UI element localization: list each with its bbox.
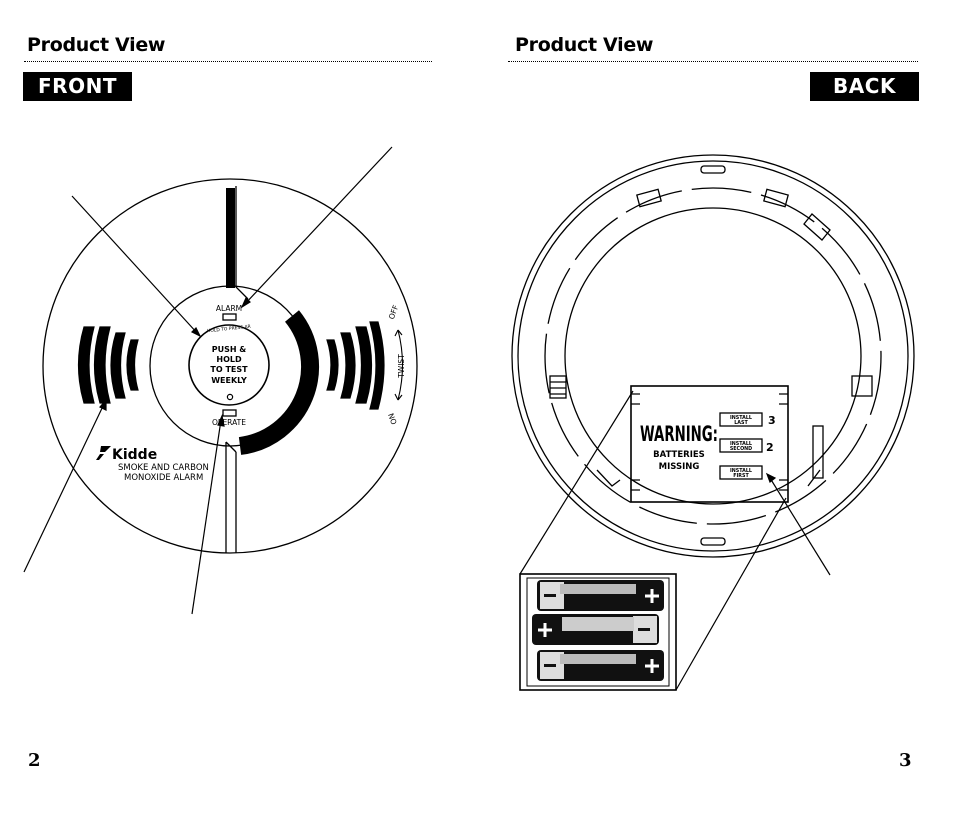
missing-text: MISSING bbox=[659, 462, 700, 472]
zoom-lines bbox=[519, 390, 831, 691]
alarm-label: ALARM bbox=[216, 304, 242, 313]
product-name-line-1: SMOKE AND CARBON bbox=[118, 463, 209, 473]
test-button bbox=[188, 324, 270, 406]
left-page-number: 2 bbox=[28, 750, 41, 771]
battery-compartment bbox=[630, 385, 789, 503]
product-name-line-2: MONOXIDE ALARM bbox=[124, 473, 203, 483]
right-page-heading: Product View bbox=[515, 34, 654, 56]
alarm-led bbox=[222, 313, 237, 321]
battery-2-plus-icon bbox=[538, 623, 552, 637]
warning-text: WARNING: bbox=[640, 422, 718, 446]
front-outer-body bbox=[42, 178, 418, 554]
front-callout-lines bbox=[23, 146, 393, 615]
battery-1-plus-icon bbox=[645, 589, 659, 603]
twist-arrow bbox=[394, 329, 403, 401]
battery-3-minus-icon bbox=[544, 664, 556, 667]
install-last-line-2: LAST bbox=[734, 420, 748, 426]
right-heading-rule bbox=[508, 61, 918, 62]
battery-2-minus-icon bbox=[638, 628, 650, 631]
install-second-line-1: INSTALL bbox=[730, 441, 752, 447]
battery-1-minus-icon bbox=[544, 594, 556, 597]
left-page-heading: Product View bbox=[27, 34, 166, 56]
brand-name: Kidde bbox=[112, 447, 157, 463]
operate-led bbox=[222, 409, 237, 417]
front-left-vents bbox=[77, 326, 139, 404]
install-second-box bbox=[719, 438, 763, 453]
button-line-4: WEEKLY bbox=[211, 376, 247, 385]
batteries-text: BATTERIES bbox=[653, 450, 705, 460]
on-label: ON bbox=[386, 412, 398, 426]
install-last-box bbox=[719, 412, 763, 427]
button-line-3: TO TEST bbox=[210, 365, 248, 374]
operate-label: OPERATE bbox=[212, 418, 246, 427]
install-first-line-2: FIRST bbox=[733, 473, 749, 479]
left-heading-rule bbox=[24, 61, 432, 62]
button-small-text: HOLD TO PRESS AR bbox=[207, 324, 251, 335]
install-second-line-2: SECOND bbox=[730, 446, 752, 452]
install-number-2: 2 bbox=[766, 441, 774, 454]
front-top-slot bbox=[226, 188, 235, 288]
front-tag: FRONT bbox=[23, 72, 132, 101]
right-page-number: 3 bbox=[899, 750, 912, 771]
install-first-line-1: INSTALL bbox=[730, 468, 752, 474]
install-last-line-1: INSTALL bbox=[730, 415, 752, 421]
front-arc-band bbox=[238, 310, 319, 455]
back-tag: BACK bbox=[810, 72, 919, 101]
front-right-vents bbox=[326, 321, 385, 410]
battery-inset bbox=[519, 573, 677, 691]
front-view-alarm bbox=[42, 178, 418, 554]
brand-flame-icon bbox=[96, 446, 111, 460]
back-mount-ring bbox=[544, 187, 882, 525]
back-view-alarm bbox=[511, 154, 915, 558]
battery-3-plus-icon bbox=[645, 659, 659, 673]
install-number-3: 3 bbox=[768, 414, 776, 427]
back-inner-circle bbox=[564, 207, 862, 505]
button-line-2: HOLD bbox=[216, 355, 242, 364]
button-dot bbox=[226, 393, 234, 401]
button-line-1: PUSH & bbox=[212, 345, 247, 354]
twist-label: TWIST bbox=[397, 354, 406, 379]
install-first-box bbox=[719, 465, 763, 480]
back-outer-rim bbox=[511, 154, 915, 558]
off-label: OFF bbox=[387, 304, 400, 321]
